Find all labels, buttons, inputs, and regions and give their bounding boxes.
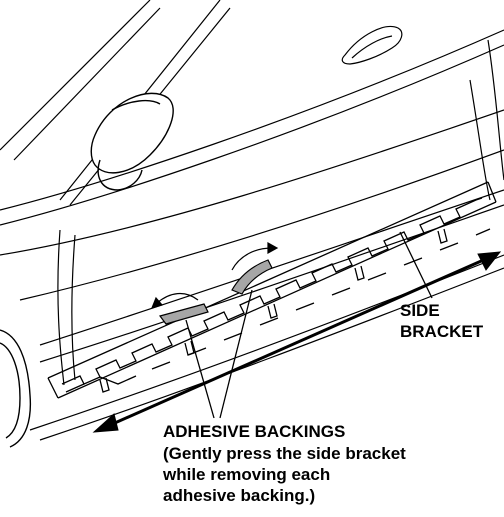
adhesive-backing-right: [231, 259, 273, 295]
side-bracket-clip: [354, 265, 365, 281]
wheel-arch: [0, 329, 32, 448]
adhesive-backing-left: [158, 303, 209, 325]
adhesive-note-line2: while removing each: [163, 465, 331, 484]
car-body-outline: [0, 0, 504, 441]
side-bracket-end-left: [47, 377, 59, 399]
side-bracket-bottom-edge: [57, 201, 497, 399]
side-bracket-label-line2: BRACKET: [400, 322, 484, 341]
side-bracket-clip: [99, 377, 110, 393]
door-front-edge-inner: [71, 234, 76, 381]
peel-arrow-left-head: [150, 296, 164, 309]
window-frame-line-inner: [13, 7, 161, 161]
peel-arrows: [150, 241, 279, 309]
side-bracket-label-line1: SIDE: [400, 301, 440, 320]
side-bracket-top-edge: [47, 181, 489, 379]
rocker-bottom-2: [39, 267, 504, 441]
side-bracket-end-right: [487, 181, 497, 203]
press-arrow-head-right: [477, 251, 502, 271]
door-handle: [341, 26, 403, 65]
side-bracket-pattern-2: [65, 228, 491, 393]
side-mirror: [90, 92, 174, 191]
body-line-mid: [0, 109, 504, 256]
door-rear-edge: [469, 79, 491, 201]
body-line-mid-2: [19, 149, 504, 301]
side-bracket-clip: [437, 228, 448, 244]
side-bracket-pattern: [61, 197, 483, 385]
peel-arrow-left: [156, 293, 199, 304]
body-line-upper: [0, 29, 504, 211]
door-rear-edge-2: [487, 39, 504, 181]
press-direction-arrow: [92, 251, 502, 433]
leader-line-bracket: [399, 231, 433, 299]
adhesive-backings: [158, 259, 273, 325]
leader-lines: [185, 231, 433, 419]
leader-line-left: [185, 319, 215, 419]
side-bracket-clip: [267, 303, 278, 319]
adhesive-backings-label: ADHESIVE BACKINGS: [163, 422, 346, 441]
side-bracket-label: SIDE BRACKET: [400, 300, 483, 342]
adhesive-backings-note: (Gently press the side bracket while rem…: [163, 443, 493, 506]
leader-line-right: [219, 289, 253, 419]
body-line-upper-2: [0, 44, 504, 226]
adhesive-note-line3: adhesive backing.): [163, 486, 316, 505]
side-bracket: [47, 181, 497, 399]
door-front-edge: [57, 229, 65, 386]
adhesive-note-line1: (Gently press the side bracket: [163, 444, 406, 463]
press-arrow-shaft: [107, 256, 489, 428]
window-frame-line: [0, 0, 151, 151]
peel-arrow-right-head: [267, 241, 279, 255]
press-arrow-head-left: [92, 413, 119, 433]
side-bracket-clip: [184, 340, 195, 356]
